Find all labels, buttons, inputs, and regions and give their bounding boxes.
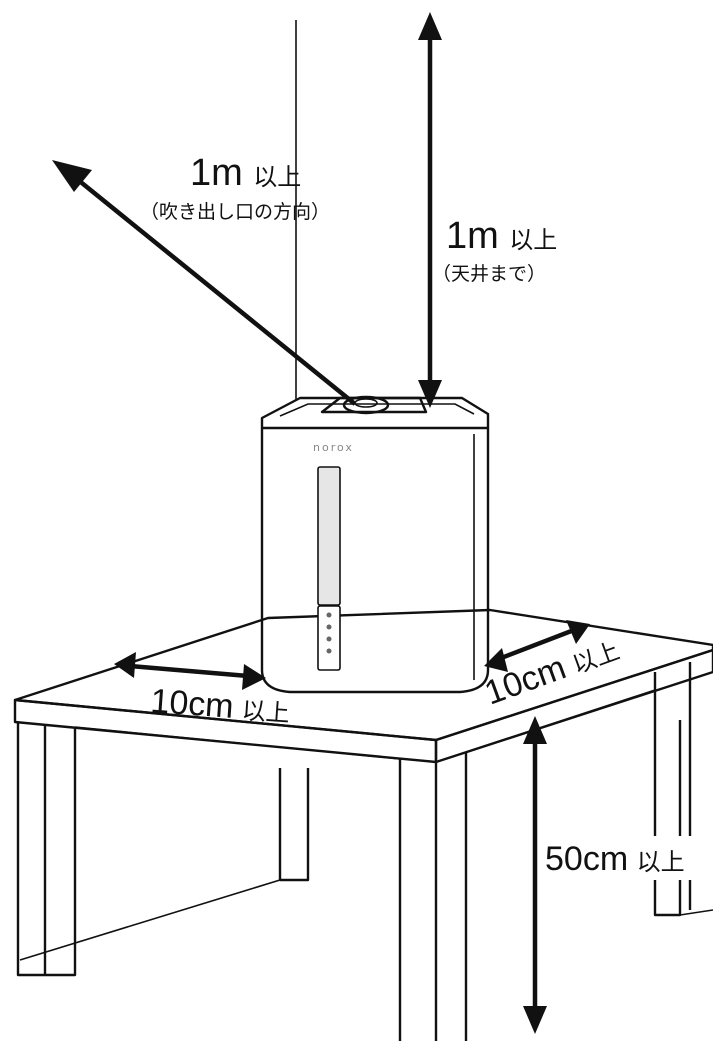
humidifier-nozzle [342,395,390,415]
light-button-icon [326,648,332,654]
height-label: 50cm 以上 [540,836,700,880]
timer-button-icon [326,636,332,642]
diagonal-value: 1m [190,152,243,194]
table-front-leg-center [398,752,468,1041]
ceiling-arrow-head-bottom [418,380,442,408]
table-apron-right [465,689,656,753]
side-right-suffix: 以上 [569,638,623,680]
side-right-label: 10cm 以上 [480,629,624,713]
height-suffix: 以上 [637,849,685,876]
table-top-right-edge [434,648,713,764]
side-right-arrow-line [495,627,575,663]
side-left-arrow-head-left [114,652,136,678]
table-apron-left [74,726,401,760]
svg-text:1m 以上: 1m 以上 [190,152,301,194]
table-back-leg-left [278,768,310,882]
water-level-window [317,466,341,606]
ceiling-sub: （天井まで） [432,263,546,285]
side-left-arrow-head-right [242,664,266,690]
height-arrow-head-top [523,716,547,744]
diagonal-arrow-head [52,160,92,192]
table-front-leg-left [16,722,77,977]
ceiling-arrow-head-top [418,12,442,40]
height-arrow-head-bottom [523,1006,547,1034]
side-left-label: 10cm 以上 [149,682,291,730]
ceiling-label: 1m 以上 （天井まで） [432,215,557,285]
side-right-arrow-head-right [566,620,590,644]
diagonal-suffix: 以上 [253,164,301,191]
ceiling-suffix: 以上 [509,227,557,254]
svg-text:10cm 以上: 10cm 以上 [149,682,291,730]
humidifier-nozzle-hole [354,398,378,408]
table-back-leg-right [653,720,682,917]
humidifier-device: norox [260,395,490,694]
clearance-labels: 1m 以上 （吹き出し口の方向） 1m 以上 （天井まで） 10cm 以上 10… [140,152,700,880]
ceiling-value: 1m [446,215,499,257]
svg-text:50cm 以上: 50cm 以上 [545,840,685,878]
table-floor-line-right [679,909,713,916]
humidifier-body [260,428,490,694]
humidifier-top-inner [279,403,475,417]
svg-text:1m 以上: 1m 以上 [446,215,557,257]
brand-logo: norox [313,441,354,454]
diagonal-label: 1m 以上 （吹き出し口の方向） [140,152,330,223]
table-floor-line-left [19,879,281,961]
side-left-value: 10cm [149,682,235,726]
diagonal-arrow-line [70,173,357,406]
mist-button-icon [326,624,332,630]
height-value: 50cm [545,840,628,878]
side-right-arrow-head-left [484,648,508,672]
svg-text:10cm 以上: 10cm 以上 [480,629,624,712]
power-button-icon [326,612,332,618]
clearance-arrows [52,12,590,1034]
side-left-suffix: 以上 [241,697,291,727]
table [13,608,713,1041]
side-left-arrow-line [129,663,249,679]
diagonal-sub: （吹き出し口の方向） [140,201,330,223]
humidifier-nozzle-base [320,396,428,414]
table-top-surface [13,608,713,742]
